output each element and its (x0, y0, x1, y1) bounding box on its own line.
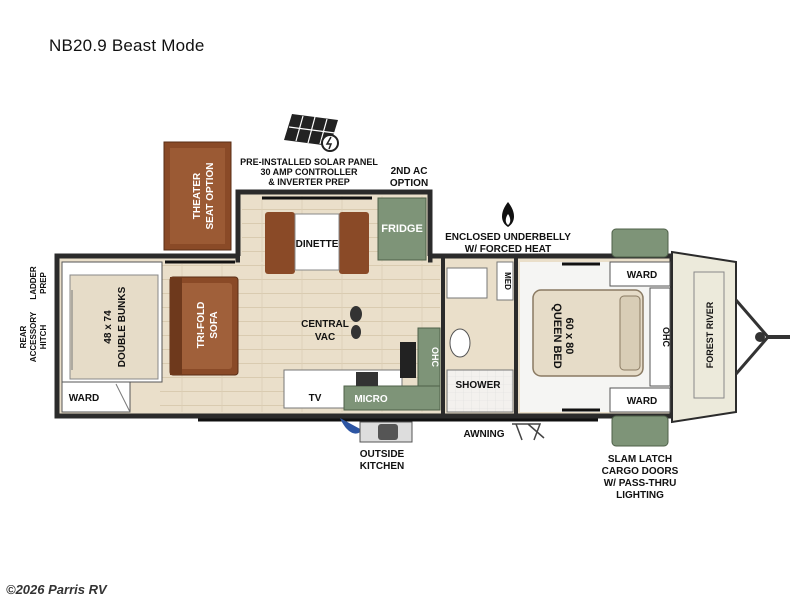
central-vac-footprint-icon (350, 306, 362, 339)
theater-seat-option: THEATER SEAT OPTION (163, 141, 232, 251)
model-title: NB20.9 Beast Mode (49, 36, 205, 55)
kitchen: OHC MICRO TV (283, 327, 441, 411)
fridge-label: FRIDGE (381, 223, 423, 235)
rear-wardrobe (61, 381, 131, 413)
ward-rear-label: WARD (69, 393, 100, 404)
bunks-label-2: DOUBLE BUNKS (117, 286, 128, 367)
outside-kitchen-label-1: OUTSIDE (360, 449, 405, 460)
cargo-label-4: LIGHTING (616, 490, 664, 501)
front-bedroom: 60 x 80 QUEEN BED WARD WARD OHC (520, 261, 671, 413)
cooktop-icon (356, 372, 378, 386)
central-vac-label-1: CENTRAL (301, 319, 349, 330)
awning-label: AWNING (463, 429, 504, 440)
copyright-watermark: ©2026 Parris RV (6, 582, 107, 597)
cargo-door-top (611, 228, 669, 258)
cargo-label-1: SLAM LATCH (608, 454, 672, 465)
dinette-label: DINETTE (296, 239, 339, 250)
outside-kitchen-grill-icon (340, 418, 413, 443)
solar-panel-icon (284, 114, 339, 152)
brand-label: FOREST RIVER (705, 301, 715, 368)
ladder-label-1: LADDER (29, 266, 38, 300)
theater-label-1: THEATER (192, 172, 203, 219)
front-ohc (649, 287, 671, 387)
med-label: MED (503, 272, 512, 290)
bathroom: MED SHOWER (441, 258, 518, 414)
front-ward-top (609, 261, 671, 287)
ohc-front-label: OHC (661, 327, 671, 348)
cargo-door-bottom (611, 415, 669, 447)
solar-label-2: 30 AMP CONTROLLER (260, 167, 358, 177)
sofa-label-1: TRI-FOLD (196, 302, 207, 349)
queen-label-1: 60 x 80 (563, 318, 575, 355)
hitch-icon (734, 299, 790, 375)
sink-icon (400, 342, 416, 378)
toilet-icon (449, 328, 471, 358)
hitch-label-3: HITCH (39, 325, 48, 350)
theater-label-2: SEAT OPTION (205, 162, 216, 229)
tri-fold-sofa: TRI-FOLD SOFA (169, 276, 239, 376)
bunks-label-1: 48 x 74 (103, 310, 114, 344)
flame-icon (502, 202, 514, 227)
hitch-label-2: ACCESSORY (29, 311, 38, 362)
ward-front-top-label: WARD (627, 270, 658, 281)
queen-label-2: QUEEN BED (551, 303, 563, 368)
ladder-label-2: PREP (39, 271, 48, 293)
ac-label-2: OPTION (390, 178, 428, 189)
front-cap: FOREST RIVER (611, 228, 790, 447)
outside-kitchen-label-2: KITCHEN (360, 461, 404, 472)
underbelly-label-1: ENCLOSED UNDERBELLY (445, 232, 571, 243)
solar-label-1: PRE-INSTALLED SOLAR PANEL (240, 157, 378, 167)
central-vac-label-2: VAC (315, 332, 335, 343)
bunk-area: 48 x 74 DOUBLE BUNKS WARD (61, 260, 235, 413)
solar-label-3: & INVERTER PREP (268, 177, 350, 187)
shower-label: SHOWER (456, 380, 502, 391)
shower (446, 369, 514, 413)
fridge: FRIDGE (377, 197, 427, 261)
micro-label: MICRO (354, 394, 388, 405)
ward-front-bottom-label: WARD (627, 396, 658, 407)
front-ward-bottom (609, 387, 671, 413)
ohc-kitchen-label: OHC (430, 347, 440, 368)
awning-chair-icon (512, 423, 545, 441)
sofa-label-2: SOFA (209, 311, 220, 338)
double-bunks (69, 274, 159, 380)
tv-label: TV (309, 393, 322, 404)
ac-label-1: 2ND AC (391, 166, 428, 177)
central-vac: CENTRAL VAC (301, 306, 362, 343)
queen-bed (532, 289, 644, 377)
hitch-label-1: REAR (19, 325, 28, 348)
cargo-label-3: W/ PASS-THRU (604, 478, 677, 489)
medicine-cabinet (496, 261, 514, 301)
dinette: DINETTE (262, 196, 372, 274)
bath-vanity (446, 267, 488, 299)
underbelly-label-2: W/ FORCED HEAT (465, 244, 551, 255)
cargo-label-2: CARGO DOORS (602, 466, 679, 477)
microwave-cabinet (343, 385, 441, 411)
